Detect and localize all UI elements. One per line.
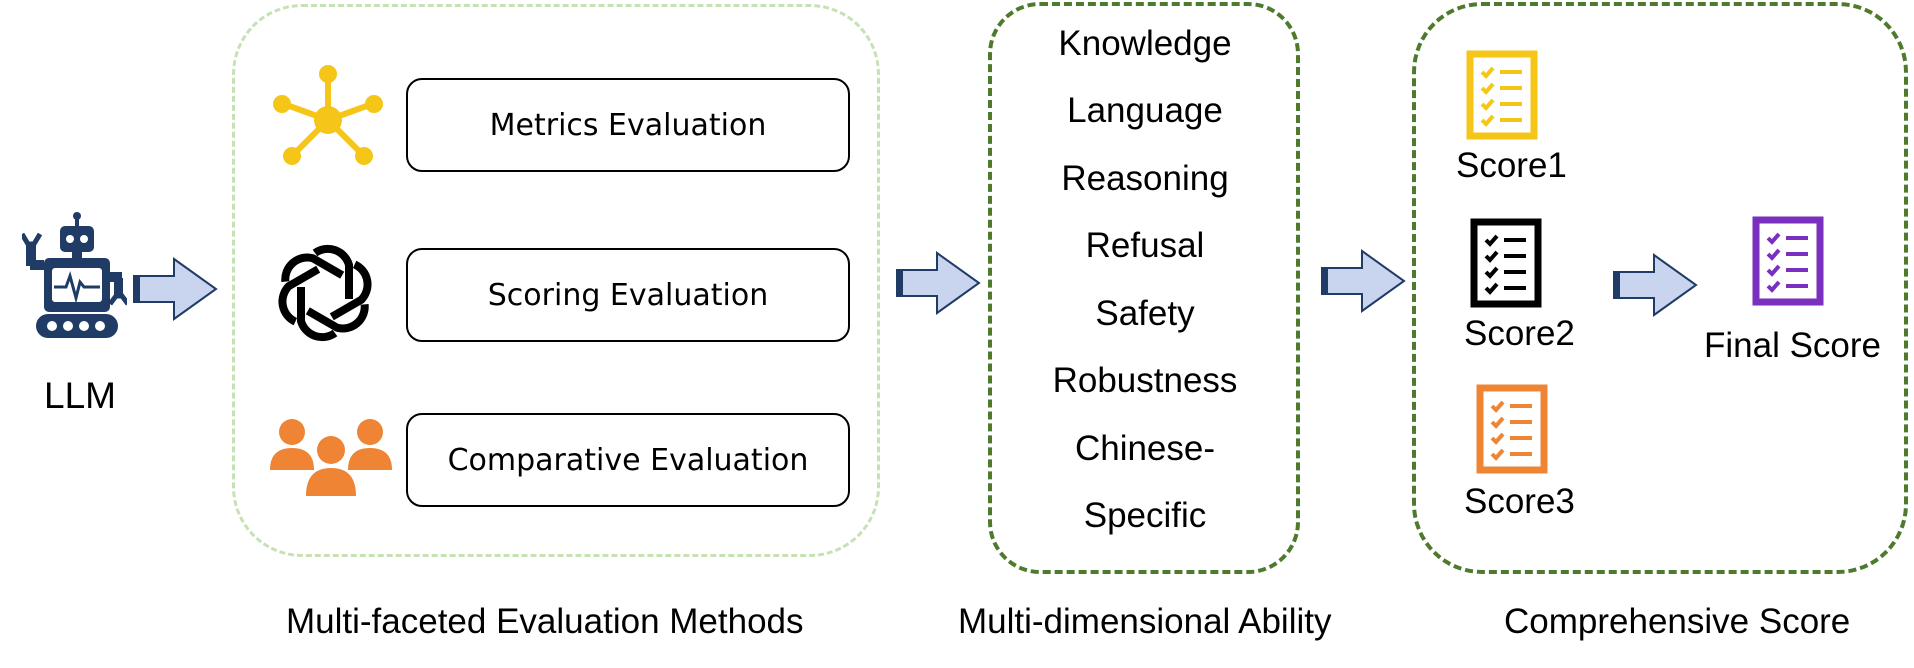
- score1-label: Score1: [1456, 146, 1567, 185]
- score3-label: Score3: [1464, 482, 1575, 521]
- ability-language: Language: [1067, 91, 1223, 130]
- checklist-icon: [1476, 384, 1548, 474]
- ability-chinese: Chinese-: [1074, 429, 1216, 468]
- ability-refusal: Refusal: [1085, 226, 1205, 265]
- flow-arrow-icon: [893, 250, 983, 316]
- score-panel: [1412, 2, 1908, 574]
- methods-caption: Multi-faceted Evaluation Methods: [286, 602, 804, 641]
- checklist-icon: [1470, 218, 1542, 308]
- final-score-label: Final Score: [1704, 326, 1882, 365]
- flow-arrow-icon: [130, 256, 220, 322]
- robot-icon: [22, 212, 127, 342]
- score2-label: Score2: [1464, 314, 1575, 353]
- scoring-evaluation-box: Scoring Evaluation: [406, 248, 850, 342]
- score-caption: Comprehensive Score: [1504, 602, 1851, 641]
- ability-safety: Safety: [1095, 294, 1195, 333]
- evaluation-methods-panel: [232, 4, 880, 557]
- checklist-icon: [1752, 216, 1824, 306]
- flow-arrow-icon: [1318, 248, 1408, 314]
- llm-label: LLM: [44, 375, 116, 416]
- people-group-icon: [270, 418, 392, 496]
- comparative-evaluation-box: Comparative Evaluation: [406, 413, 850, 507]
- checklist-icon: [1466, 50, 1538, 140]
- ability-reasoning: Reasoning: [1061, 159, 1229, 198]
- ability-caption: Multi-dimensional Ability: [958, 602, 1332, 641]
- ability-specific: Specific: [1083, 496, 1207, 535]
- openai-logo-icon: [270, 238, 380, 348]
- ability-panel: [988, 2, 1300, 574]
- flow-arrow-icon: [1610, 252, 1700, 318]
- network-icon: [270, 64, 385, 172]
- ability-robustness: Robustness: [1052, 361, 1238, 400]
- metrics-evaluation-box: Metrics Evaluation: [406, 78, 850, 172]
- ability-knowledge: Knowledge: [1058, 24, 1232, 63]
